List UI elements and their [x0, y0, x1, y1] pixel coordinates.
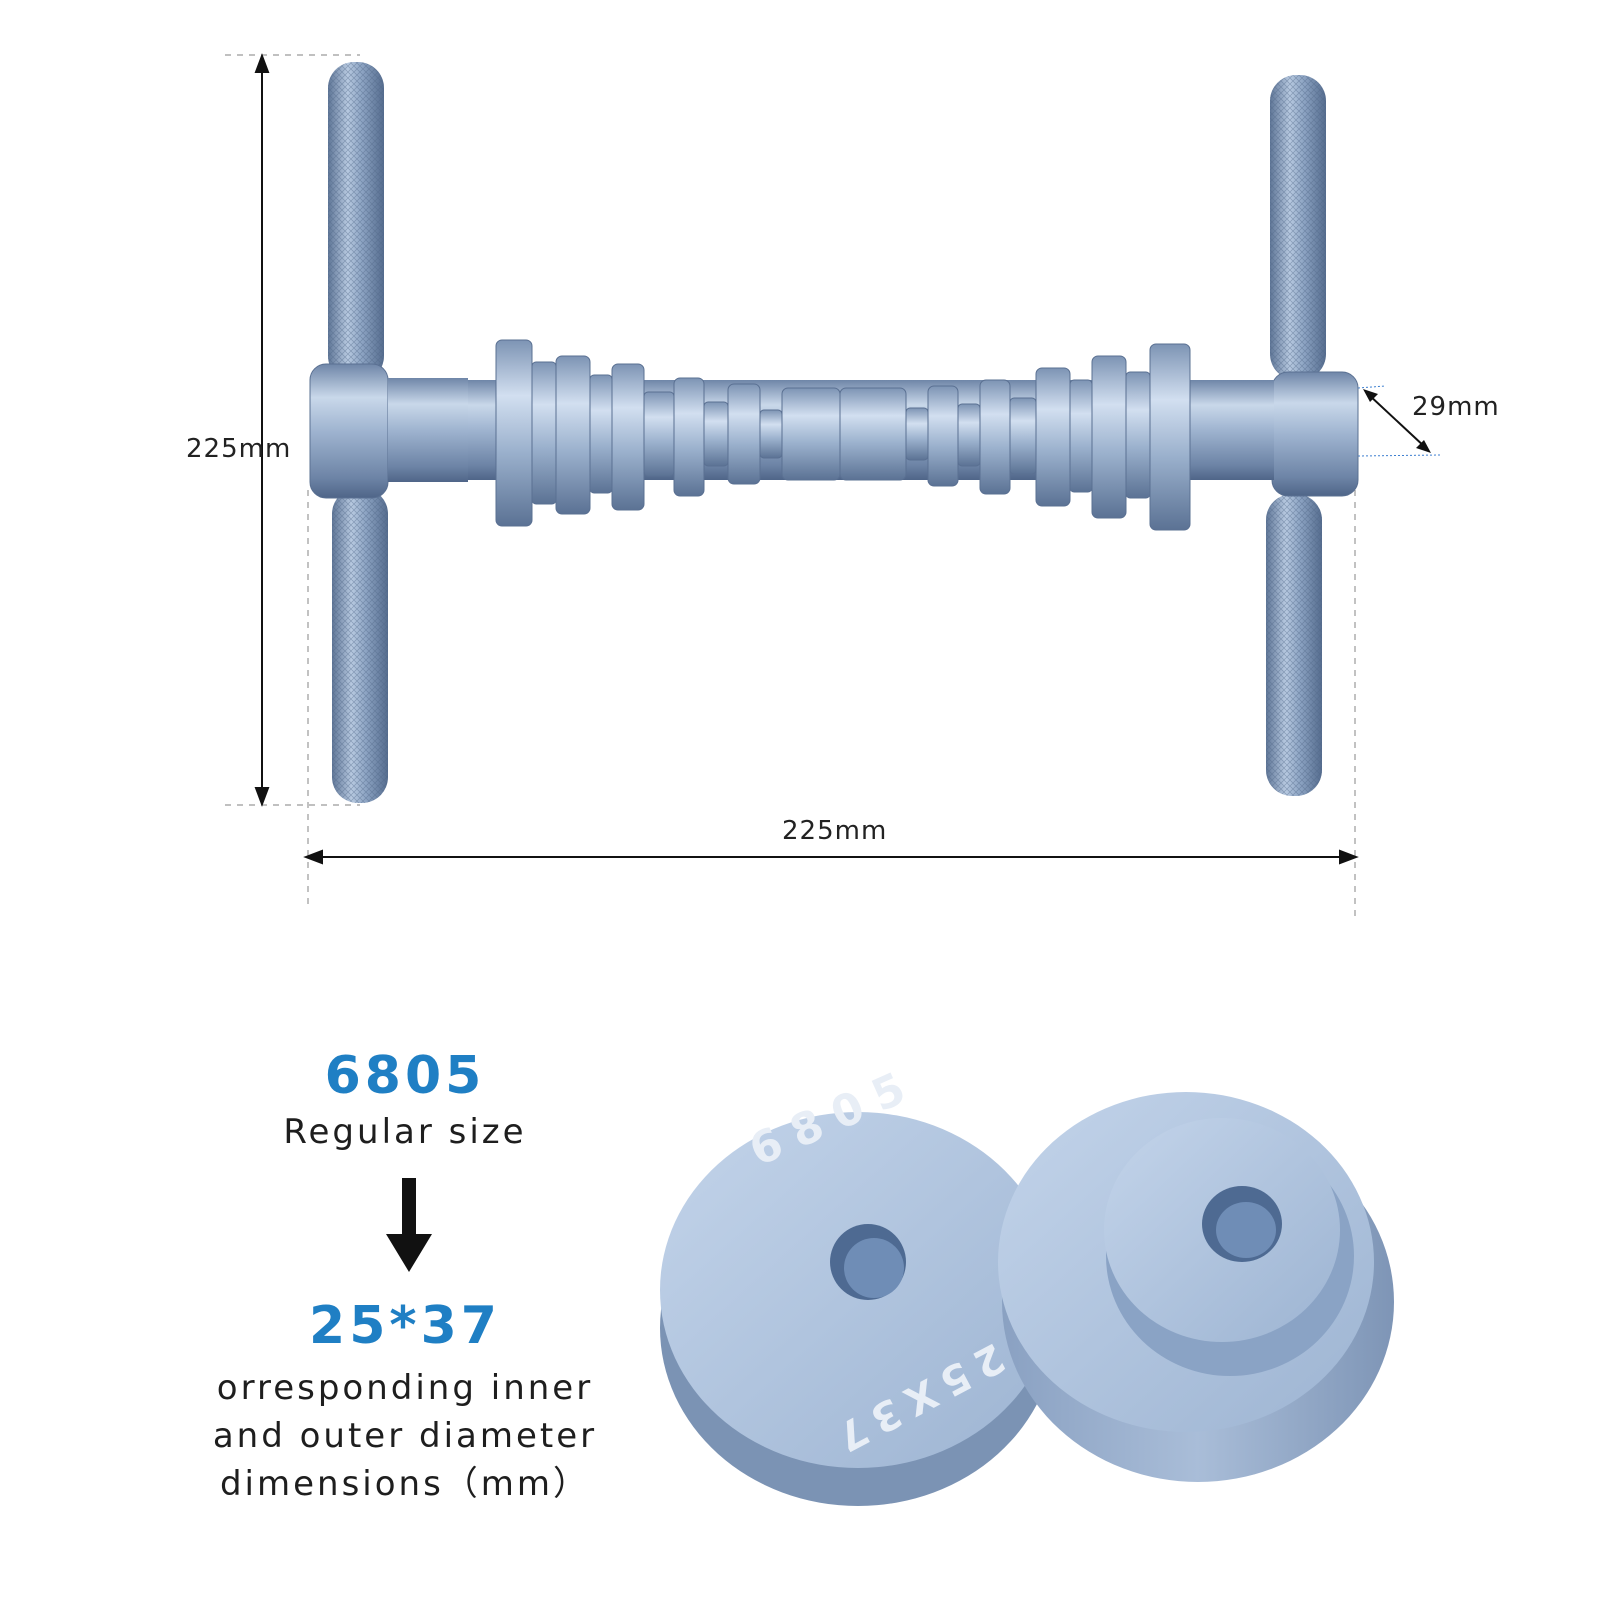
- adapter-pucks-image: [660, 1092, 1394, 1506]
- description-line-1: orresponding inner: [216, 1368, 594, 1408]
- height-dimension-label: 225mm: [186, 434, 292, 464]
- down-arrow-icon: [386, 1178, 432, 1272]
- width-dimension-label: 225mm: [782, 816, 888, 846]
- dimension-code: 25*37: [309, 1296, 501, 1356]
- description-line-3: dimensions（mm）: [219, 1464, 591, 1504]
- right-handle: [1266, 75, 1326, 796]
- diameter-dimension-arrow: [1357, 385, 1441, 457]
- diameter-dimension-label: 29mm: [1412, 392, 1500, 422]
- stepped-adapter-discs: [495, 339, 1191, 531]
- dimension-guides: [225, 54, 1356, 920]
- bearing-caption: Regular size: [283, 1112, 527, 1152]
- left-handle: [328, 62, 388, 803]
- bearing-code: 6805: [324, 1046, 486, 1106]
- width-dimension-arrow: [303, 849, 1359, 865]
- description-line-2: and outer diameter: [212, 1416, 598, 1456]
- height-dimension-arrow: [254, 53, 270, 807]
